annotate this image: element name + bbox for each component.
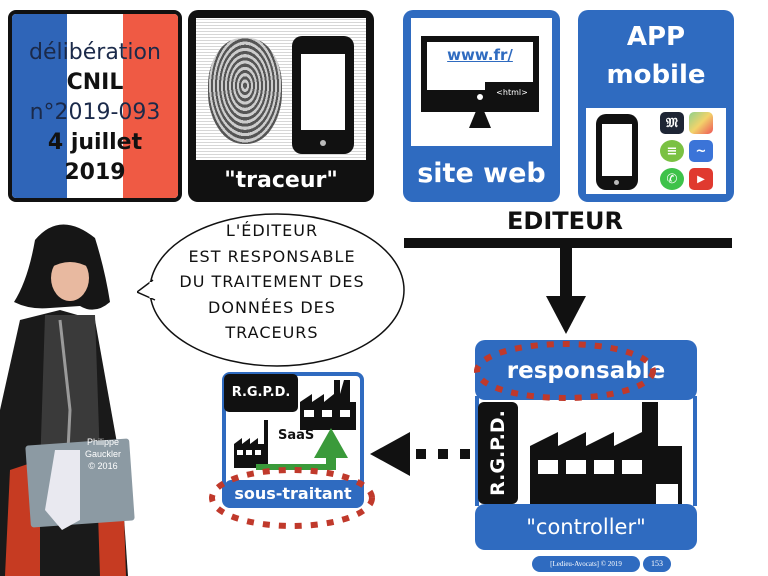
google-maps-icon bbox=[689, 112, 713, 134]
app-mobile-card: APP mobile 𝔐 ≡ ~ ✆ ▶ bbox=[578, 10, 734, 202]
flag-band-white bbox=[67, 14, 123, 198]
speech-bubble bbox=[137, 213, 405, 367]
page-number: 153 bbox=[643, 556, 671, 572]
deliberation-number: n°2019-093 bbox=[29, 100, 161, 125]
responsable-frame-right bbox=[693, 396, 697, 506]
rgpd-vertical-text: R.G.P.D. bbox=[487, 410, 509, 496]
footer-copyright: [Ledieu-Avocats] © 2019 bbox=[532, 556, 640, 572]
app-title-line2: mobile bbox=[606, 60, 706, 90]
rgpd-vertical-badge: R.G.P.D. bbox=[478, 402, 518, 504]
responsable-label: responsable bbox=[506, 358, 666, 384]
monitor-icon: www.fr/ <html> bbox=[421, 36, 539, 112]
monitor-power-dot bbox=[477, 94, 483, 100]
html-tag-box: <html> bbox=[485, 82, 539, 104]
whatsapp-icon: ✆ bbox=[660, 168, 684, 190]
deliberation-text: délibération CNIL n°2019-093 4 juillet 2… bbox=[12, 38, 178, 188]
arrow-dot bbox=[460, 449, 470, 459]
bubble-line: EST RESPONSABLE bbox=[188, 246, 356, 266]
green-flow-line bbox=[256, 464, 336, 470]
bubble-line: DU TRAITEMENT DES bbox=[179, 272, 365, 291]
site-web-label: site web bbox=[417, 158, 546, 189]
arrow-dot bbox=[438, 449, 448, 459]
rgpd-badge: R.G.P.D. bbox=[224, 374, 298, 412]
credit-line2: Gauckler bbox=[84, 449, 121, 459]
monitor-stand bbox=[469, 112, 491, 128]
messenger-icon: ~ bbox=[689, 140, 713, 162]
site-web-illustration: www.fr/ <html> bbox=[411, 18, 552, 146]
controller-label: "controller" bbox=[475, 504, 697, 550]
spotify-icon: ≡ bbox=[660, 140, 684, 162]
traceur-illustration bbox=[196, 18, 366, 160]
app-title-line1: APP bbox=[626, 22, 686, 52]
smartphone-icon bbox=[292, 36, 354, 154]
responsable-frame-left bbox=[475, 396, 479, 506]
deliberation-word: délibération bbox=[29, 40, 161, 65]
down-arrow-shaft bbox=[560, 248, 572, 298]
cnil-deliberation-card: délibération CNIL n°2019-093 4 juillet 2… bbox=[8, 10, 182, 202]
saas-label: SaaS bbox=[278, 428, 315, 443]
bubble-line: DONNÉES DES bbox=[208, 297, 336, 317]
app-mobile-title: APP mobile bbox=[578, 18, 734, 94]
flag-band-red bbox=[122, 14, 178, 198]
responsable-dotted-highlight bbox=[474, 341, 656, 401]
editeur-bar bbox=[404, 238, 732, 248]
green-arrow-shaft bbox=[326, 456, 336, 470]
app-illustration: 𝔐 ≡ ~ ✆ ▶ bbox=[586, 108, 726, 194]
credit-line3: © 2016 bbox=[88, 461, 118, 471]
character-credit: Philippe Gauckler © 2016 bbox=[78, 436, 128, 472]
sous-traitant-label: sous-traitant bbox=[225, 480, 361, 508]
credit-line1: Philippe bbox=[86, 437, 120, 447]
traceur-label: "traceur" bbox=[224, 168, 338, 193]
le-monde-icon: 𝔐 bbox=[660, 112, 684, 134]
down-arrow-icon bbox=[546, 296, 586, 334]
deliberation-year: 2019 bbox=[64, 160, 126, 185]
factory-icon bbox=[530, 402, 682, 504]
monitor-screen: www.fr/ <html> bbox=[427, 42, 539, 104]
speech-bubble-text: L'ÉDITEUR EST RESPONSABLE DU TRAITEMENT … bbox=[148, 218, 396, 346]
deliberation-date: 4 juillet bbox=[47, 130, 143, 155]
factory-icon-tiny bbox=[234, 420, 268, 468]
editeur-label: EDITEUR bbox=[507, 207, 623, 235]
bubble-line: TRACEURS bbox=[225, 323, 319, 342]
arrow-dot bbox=[416, 449, 426, 459]
site-web-card: www.fr/ <html> site web bbox=[403, 10, 560, 202]
flag-band-blue bbox=[12, 14, 68, 198]
character-illustration bbox=[0, 224, 135, 576]
youtube-icon: ▶ bbox=[689, 168, 713, 190]
factory-icon-small bbox=[300, 380, 356, 430]
fingerprint-icon bbox=[208, 38, 282, 144]
url-text: www.fr/ bbox=[447, 46, 513, 64]
smartphone-icon bbox=[596, 114, 638, 190]
sous-traitant-dotted-highlight bbox=[209, 467, 375, 529]
bubble-line: L'ÉDITEUR bbox=[225, 221, 319, 240]
traceur-card: "traceur" bbox=[188, 10, 374, 202]
cnil-word: CNIL bbox=[66, 70, 124, 95]
